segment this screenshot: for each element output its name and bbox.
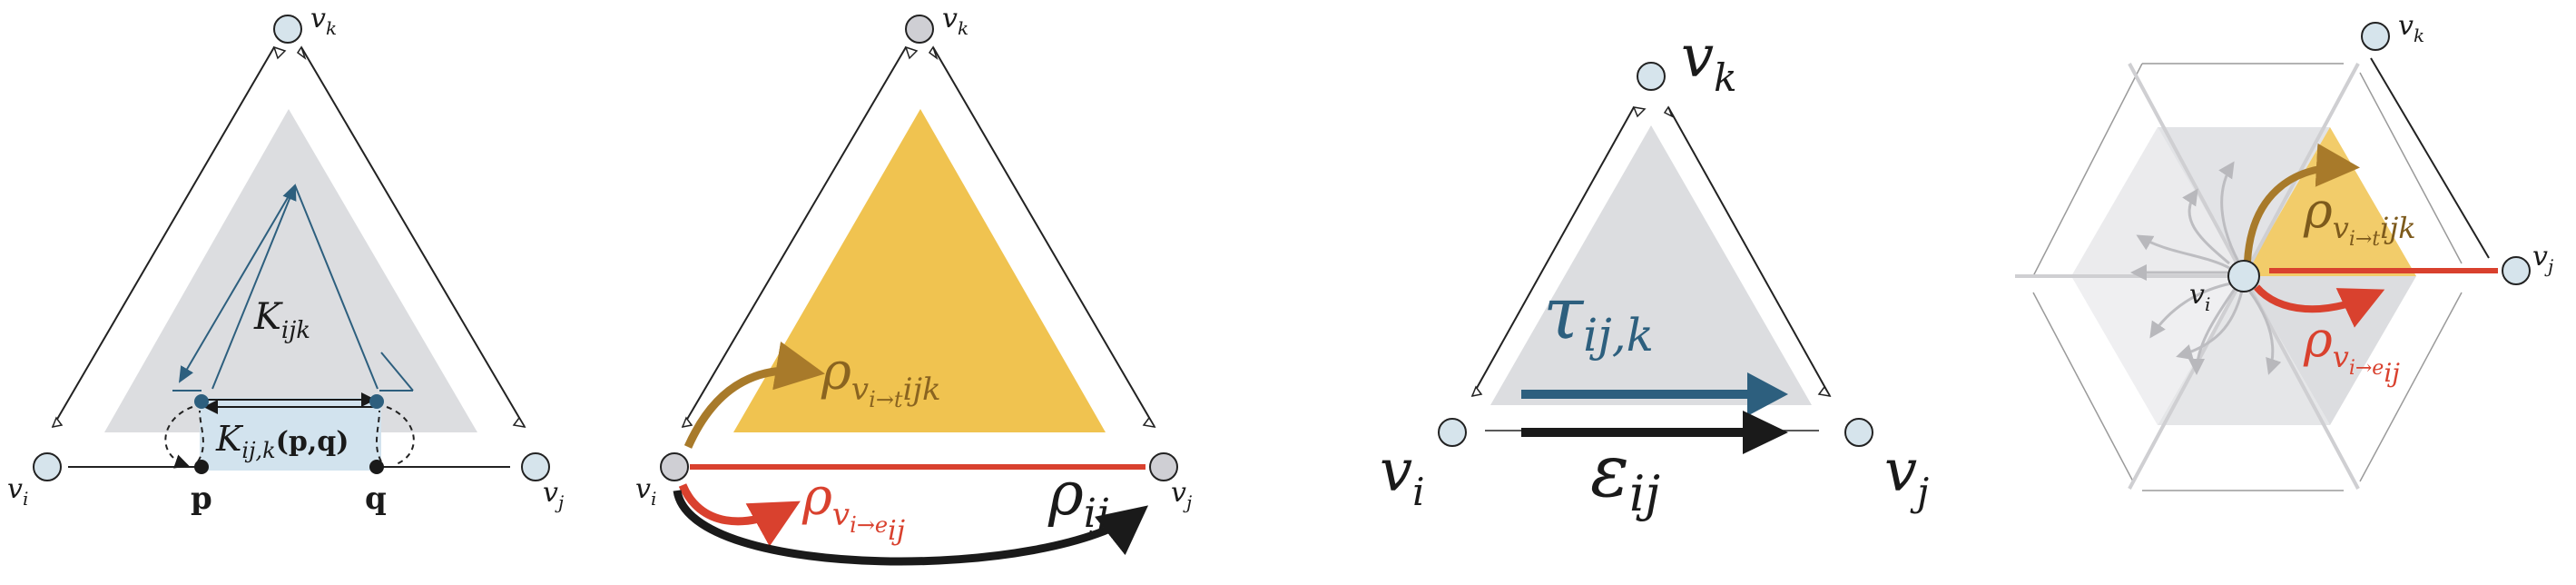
rho-edge-arrow	[678, 483, 801, 547]
vertex-i-label: vi	[2189, 279, 2210, 315]
half-arrow-marker	[512, 416, 526, 429]
rho-ij-label: ρij	[1047, 459, 1109, 537]
vertex-j	[1844, 418, 1873, 447]
ring-face	[2071, 127, 2244, 276]
vertex-k	[273, 15, 302, 44]
vertex-j	[521, 452, 550, 481]
dashed-connector	[164, 406, 193, 469]
half-arrow-marker	[1632, 106, 1647, 118]
face-triangle-orange	[733, 109, 1106, 432]
vertex-i	[2227, 260, 2260, 292]
point-q-label: q	[365, 481, 387, 517]
ring-face	[2071, 276, 2244, 425]
panel-3-tau-epsilon: vk vi vj τij,k εij	[1380, 24, 1929, 522]
rho-face-arrow	[2244, 143, 2360, 263]
rho-face-label: ρvi→tijk	[2303, 182, 2416, 251]
face-kernel-label: Kijk	[253, 296, 310, 344]
vertex-k-label: vk	[942, 3, 968, 39]
ring-face	[2158, 276, 2330, 425]
half-arrow-marker	[1470, 385, 1483, 398]
vertex-k	[1637, 62, 1666, 91]
vertex-k	[905, 15, 934, 44]
vertex-j-label: vj	[2532, 241, 2553, 277]
panel-4-one-ring: vk vj vi ρvi→tijk ρvi→eij	[2015, 10, 2553, 491]
half-arrow-marker	[51, 416, 64, 429]
edge-line-jk	[2370, 57, 2490, 259]
edge-kernel-label: Kij,k(p,q)	[215, 419, 349, 463]
vertex-k-label: vk	[1681, 24, 1737, 100]
half-arrow-marker	[1663, 105, 1674, 118]
vertex-j-label: vj	[543, 477, 564, 513]
kernel-point	[369, 394, 384, 409]
epsilon-label: εij	[1590, 429, 1660, 522]
half-arrow-marker	[928, 45, 939, 61]
face-kernel-path	[380, 352, 414, 392]
tau-label: τij,k	[1543, 271, 1654, 362]
hexagon-edges	[2032, 63, 2463, 491]
vertex-i	[1438, 418, 1467, 447]
rho-ij-arrow	[673, 490, 1149, 566]
vertex-j-label: vj	[1171, 477, 1192, 513]
point-p	[194, 460, 209, 474]
vertex-i	[660, 452, 689, 481]
rho-edge-label: ρvi→eij	[2303, 311, 2400, 388]
panel-1-face-edge-kernels: vk vi vj Kijk Kij,k(p,q) p q	[7, 3, 564, 517]
vertex-k	[2361, 22, 2390, 51]
point-p-label: p	[191, 481, 212, 517]
vertex-i-label: vi	[635, 473, 656, 510]
face-triangle	[1490, 125, 1812, 405]
vertex-k-label: vk	[2398, 10, 2424, 46]
vertex-j	[2502, 256, 2531, 285]
face-kernel-path	[294, 184, 379, 390]
half-arrow-marker	[1142, 416, 1156, 429]
ring-face	[2158, 127, 2330, 276]
panel-2-vertex-gradients: vk vi vj ρvi→tijk ρvi→eij ρij	[635, 3, 1192, 566]
edge-line-ik	[1471, 106, 1635, 397]
rho-edge-label: ρvi→eij	[801, 468, 905, 547]
epsilon-arrowhead	[1743, 411, 1788, 454]
half-arrow-marker	[272, 45, 287, 60]
vertex-j-label: vj	[1884, 438, 1929, 514]
edge-line-jk	[300, 46, 526, 428]
rho-edge-arrow	[2253, 284, 2385, 328]
face-kernel-path	[178, 184, 296, 383]
faint-gradient-arrows	[2130, 161, 2282, 375]
half-arrow-marker	[1817, 385, 1832, 398]
dashed-connector	[375, 410, 382, 462]
face-triangle	[104, 109, 477, 432]
edge-line-jk	[932, 46, 1155, 428]
edge-line-ik	[682, 46, 907, 428]
vertex-j	[1149, 452, 1178, 481]
rho-face-arrow	[683, 341, 825, 449]
half-arrow-marker	[904, 45, 919, 60]
point-q	[369, 460, 384, 474]
vertex-i	[33, 452, 62, 481]
vertex-i-label: vi	[1380, 438, 1425, 514]
edge-line-ik	[52, 46, 275, 428]
edge-line-jk	[1667, 106, 1831, 397]
ring-face-highlight	[2244, 127, 2416, 276]
vertex-k-label: vk	[310, 3, 337, 39]
half-arrow-marker	[681, 416, 693, 429]
edge-region	[200, 398, 381, 471]
dashed-connector	[197, 410, 204, 462]
rho-face-label: ρvi→tijk	[821, 342, 941, 412]
face-kernel-path	[211, 183, 297, 390]
dashed-connector	[386, 406, 415, 466]
tau-arrowhead	[1747, 372, 1788, 416]
kernel-point	[194, 394, 209, 409]
half-arrow-marker	[296, 45, 307, 61]
vertex-i-label: vi	[7, 473, 28, 510]
